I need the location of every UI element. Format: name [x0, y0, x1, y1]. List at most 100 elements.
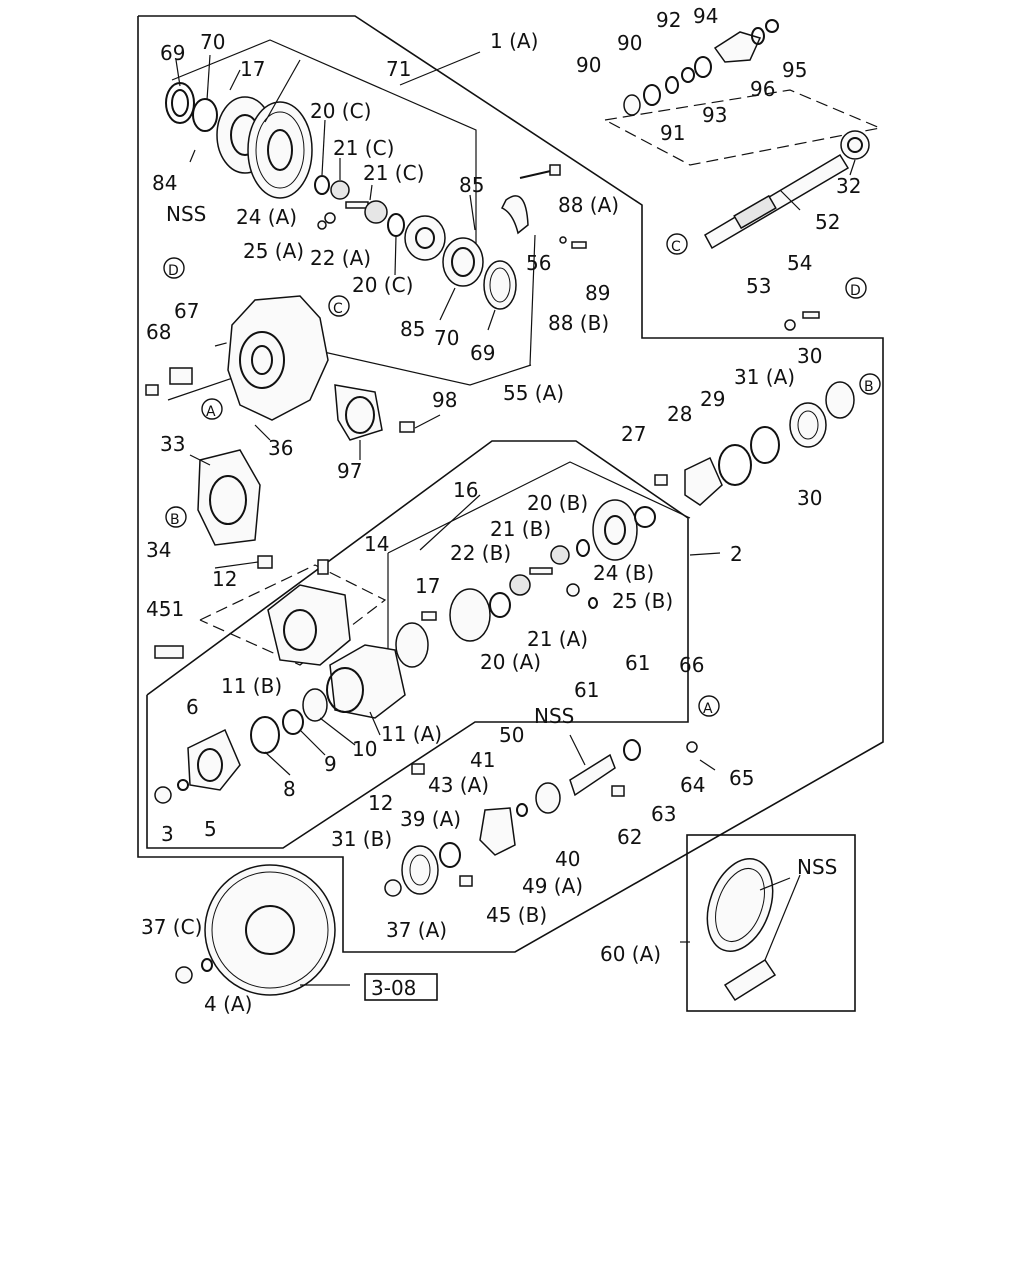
- callout-71: 71: [386, 57, 411, 81]
- ref-marker-c-housing: C: [328, 295, 350, 317]
- callout-6: 6: [186, 695, 199, 719]
- callout-43a: 43 (A): [428, 773, 489, 797]
- callout-88b: 88 (B): [548, 311, 609, 335]
- callout-41: 41: [470, 748, 495, 772]
- outer-frame: [137, 15, 884, 953]
- page-reference-box[interactable]: 3-08: [364, 973, 438, 1001]
- callout-32: 32: [836, 174, 861, 198]
- callout-97: 97: [337, 459, 362, 483]
- callout-62: 62: [617, 825, 642, 849]
- callout-31a: 31 (A): [734, 365, 795, 389]
- differential-16-assembly: [395, 499, 656, 668]
- cover-33: [197, 449, 261, 546]
- callout-45b: 45 (B): [486, 903, 547, 927]
- callout-95: 95: [782, 58, 807, 82]
- callout-10: 10: [352, 737, 377, 761]
- callout-64: 64: [680, 773, 705, 797]
- ref-letter: B: [170, 512, 180, 528]
- callout-69: 69: [470, 341, 495, 365]
- diff-group-outline: [199, 461, 691, 666]
- ref-letter: C: [671, 239, 681, 255]
- bearing-race-70-top: [192, 98, 218, 132]
- callout-28: 28: [667, 402, 692, 426]
- ref-letter: D: [168, 263, 179, 279]
- callout-22b: 22 (B): [450, 541, 511, 565]
- callout-55a: 55 (A): [503, 381, 564, 405]
- ring-and-pinion-set-60a: [706, 857, 777, 1002]
- callout-27: 27: [621, 422, 646, 446]
- callout-21a: 21 (A): [527, 627, 588, 651]
- callout-30: 30: [797, 486, 822, 510]
- callout-11b: 11 (B): [221, 674, 282, 698]
- seal-69-top: [165, 82, 195, 124]
- callout-60a: 60 (A): [600, 942, 661, 966]
- callout-36: 36: [268, 436, 293, 460]
- callout-21c: 21 (C): [333, 136, 394, 160]
- callout-65: 65: [729, 766, 754, 790]
- callout-84: 84: [152, 171, 177, 195]
- callout-4a: 4 (A): [204, 992, 252, 1016]
- ref-marker-b-bearing: B: [859, 373, 881, 395]
- callout-12: 12: [212, 567, 237, 591]
- callout-20a: 20 (A): [480, 650, 541, 674]
- callout-37c: 37 (C): [141, 915, 202, 939]
- ref-marker-d-right: D: [845, 277, 867, 299]
- ref-letter: D: [850, 283, 861, 299]
- callout-9: 9: [324, 752, 337, 776]
- callout-40: 40: [555, 847, 580, 871]
- callout-24b: 24 (B): [593, 561, 654, 585]
- ref-marker-a-pinion: A: [698, 695, 720, 717]
- callout-451: 451: [146, 597, 184, 621]
- ref-letter: C: [333, 301, 343, 317]
- callout-67: 67: [174, 299, 199, 323]
- callout-93: 93: [702, 103, 727, 127]
- shaft-group-outline: [604, 89, 883, 166]
- input-pinion-31a-bearings: [654, 381, 855, 506]
- callout-70: 70: [434, 326, 459, 350]
- ref-letter: B: [864, 379, 874, 395]
- callout-17: 17: [240, 57, 265, 81]
- carrier-housing: [145, 295, 329, 421]
- callout-21b: 21 (B): [490, 517, 551, 541]
- callout-89: 89: [585, 281, 610, 305]
- callout-90: 90: [576, 53, 601, 77]
- ring-gear-top: [247, 101, 313, 199]
- ref-marker-d-left: D: [163, 257, 185, 279]
- callout-nss: NSS: [797, 855, 837, 879]
- ref-letter: A: [703, 701, 713, 717]
- leader-lines: [175, 51, 856, 986]
- small-bearing-flange-90-series: [623, 19, 779, 116]
- callout-1a: 1 (A): [490, 29, 538, 53]
- callout-8: 8: [283, 777, 296, 801]
- callout-11a: 11 (A): [381, 722, 442, 746]
- large-ring-gear-lower: [175, 864, 336, 996]
- callout-20c: 20 (C): [352, 273, 413, 297]
- callout-20c: 20 (C): [310, 99, 371, 123]
- callout-20b: 20 (B): [527, 491, 588, 515]
- callout-68: 68: [146, 320, 171, 344]
- callout-nss: NSS: [166, 202, 206, 226]
- callout-98: 98: [432, 388, 457, 412]
- flange-6-and-seals: [154, 688, 328, 804]
- callout-50: 50: [499, 723, 524, 747]
- callout-56: 56: [526, 251, 551, 275]
- bearing-cap-and-bolt: [500, 164, 587, 249]
- callout-25a: 25 (A): [243, 239, 304, 263]
- ref-marker-c-shaft: C: [666, 233, 688, 255]
- callout-85: 85: [459, 173, 484, 197]
- callout-5: 5: [204, 817, 217, 841]
- callout-nss: NSS: [534, 704, 574, 728]
- callout-12: 12: [368, 791, 393, 815]
- callout-92: 92: [656, 8, 681, 32]
- callout-39a: 39 (A): [400, 807, 461, 831]
- callout-34: 34: [146, 538, 171, 562]
- callout-53: 53: [746, 274, 771, 298]
- callout-24a: 24 (A): [236, 205, 297, 229]
- callout-88a: 88 (A): [558, 193, 619, 217]
- callout-30: 30: [797, 344, 822, 368]
- part-callouts: 69 70 17 71 1 (A) 84 20 (C) 21 (C) 21 (C…: [141, 4, 861, 1016]
- callout-25b: 25 (B): [612, 589, 673, 613]
- callout-63: 63: [651, 802, 676, 826]
- callout-31b: 31 (B): [331, 827, 392, 851]
